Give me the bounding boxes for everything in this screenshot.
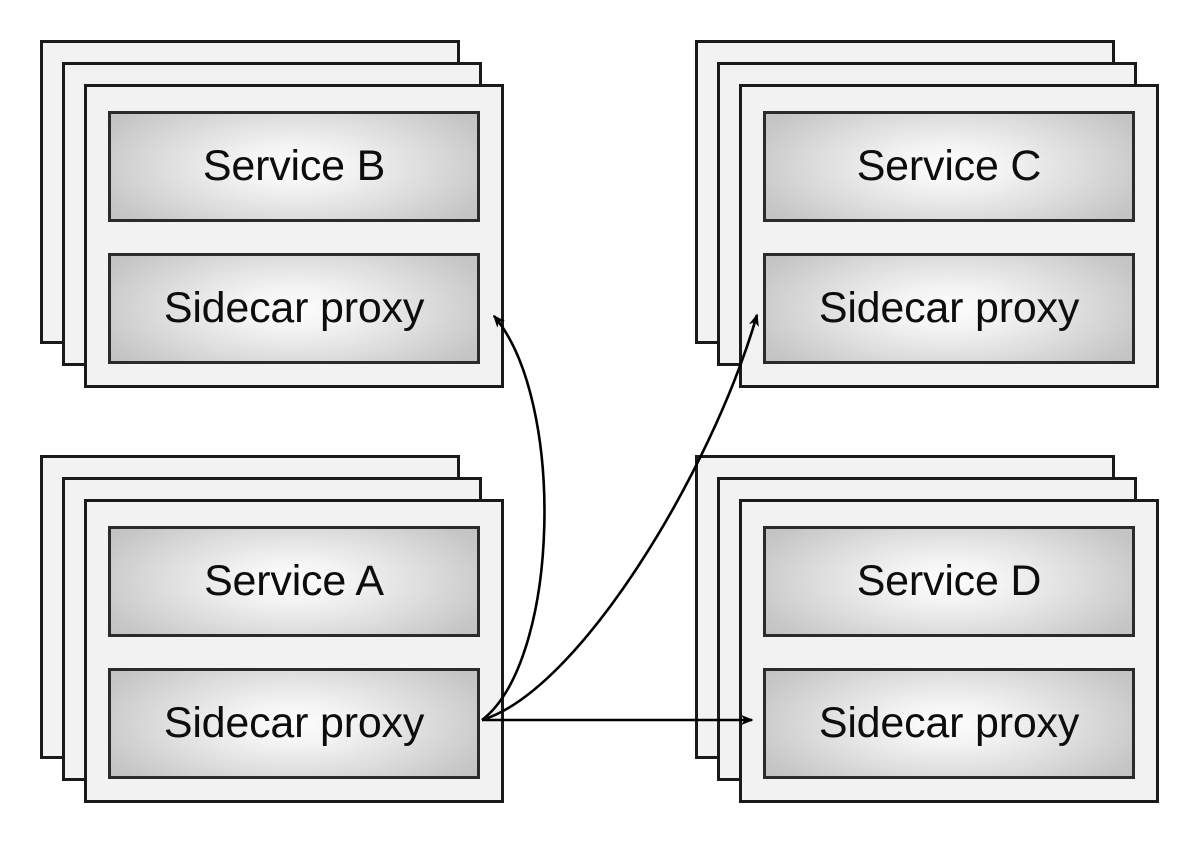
service-label: Service D — [856, 557, 1042, 605]
sidecar-label: Sidecar proxy — [818, 284, 1080, 332]
pod-group-service-a[interactable]: Service A Sidecar proxy — [40, 455, 504, 803]
sidecar-box-b[interactable]: Sidecar proxy — [108, 253, 480, 364]
pod-group-service-c[interactable]: Service C Sidecar proxy — [695, 40, 1159, 388]
pod-group-service-b[interactable]: Service B Sidecar proxy — [40, 40, 504, 388]
sidecar-label: Sidecar proxy — [818, 699, 1080, 747]
service-box-d[interactable]: Service D — [763, 526, 1135, 637]
sidecar-label: Sidecar proxy — [163, 284, 425, 332]
pod-front-card[interactable]: Service C Sidecar proxy — [739, 84, 1159, 388]
sidecar-box-a[interactable]: Sidecar proxy — [108, 668, 480, 779]
service-box-a[interactable]: Service A — [108, 526, 480, 637]
pod-front-card[interactable]: Service A Sidecar proxy — [84, 499, 504, 803]
pod-front-card[interactable]: Service D Sidecar proxy — [739, 499, 1159, 803]
service-box-c[interactable]: Service C — [763, 111, 1135, 222]
sidecar-box-c[interactable]: Sidecar proxy — [763, 253, 1135, 364]
service-box-b[interactable]: Service B — [108, 111, 480, 222]
sidecar-box-d[interactable]: Sidecar proxy — [763, 668, 1135, 779]
pod-group-service-d[interactable]: Service D Sidecar proxy — [695, 455, 1159, 803]
sidecar-label: Sidecar proxy — [163, 699, 425, 747]
service-label: Service A — [204, 557, 384, 605]
service-label: Service C — [856, 142, 1042, 190]
service-label: Service B — [202, 142, 386, 190]
pod-front-card[interactable]: Service B Sidecar proxy — [84, 84, 504, 388]
